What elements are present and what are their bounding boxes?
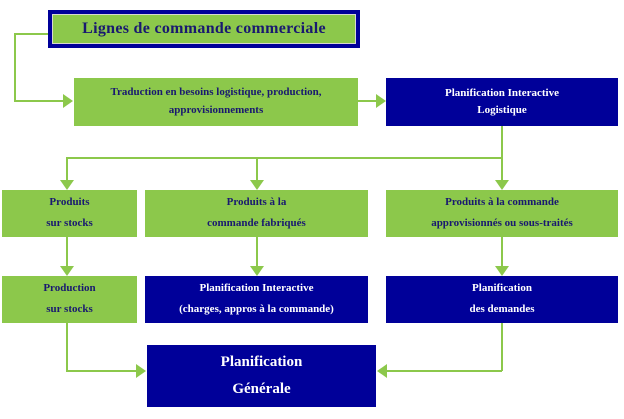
connector-bus-to-produits-fabriques [256, 157, 258, 181]
connector-distribution-bus [66, 157, 503, 159]
box-produits-approvisionnes-line-2: approvisionnés ou sous-traités [431, 217, 573, 229]
title-card-label: Lignes de commande commerciale [82, 20, 326, 37]
box-produits-fabriques-line-2: commande fabriqués [207, 217, 306, 229]
box-traduction-line-1: Traduction en besoins logistique, produc… [110, 86, 322, 99]
box-produits-sur-stocks-line-1: Produits [49, 196, 90, 209]
box-planification-interactive-logistique: Planification Interactive Logistique [386, 78, 618, 126]
title-card-inner-frame: Lignes de commande commerciale [52, 14, 356, 44]
box-planif-logistique-line-1: Planification Interactive [445, 86, 559, 99]
arrowhead-into-traduction [63, 94, 73, 108]
arrowhead-into-planification-generale-right [377, 364, 387, 378]
box-produits-fabriques-line-1: Produits à la [226, 196, 287, 209]
connector-bus-to-produits-sur-stocks [66, 157, 68, 181]
connector-production-down-to-generale [66, 323, 68, 371]
title-card-lignes-de-commande-commerciale: Lignes de commande commerciale [48, 10, 360, 48]
connector-produits-sur-stocks-to-production [66, 237, 68, 267]
box-planification-generale: Planification Générale [147, 345, 376, 407]
box-planification-generale-line-1: Planification [220, 353, 303, 370]
arrowhead-into-produits-approvisionnes [495, 180, 509, 190]
box-planif-logistique-line-2: Logistique [477, 103, 527, 116]
box-produits-approvisionnes-line-1: Produits à la commande [445, 196, 559, 209]
connector-bus-to-produits-approvisionnes [501, 157, 503, 181]
box-production-sur-stocks-line-1: Production [43, 282, 96, 295]
connector-planif-demandes-left-to-generale [387, 370, 502, 372]
box-produits-sur-stocks-line-2: sur stocks [46, 217, 93, 229]
box-planification-interactive-charges: Planification Interactive (charges, appr… [145, 276, 368, 323]
arrowhead-into-planification-generale-left [136, 364, 146, 378]
arrowhead-into-planif-charges [250, 266, 264, 276]
box-produits-sur-stocks: Produits sur stocks [2, 190, 137, 237]
box-planification-generale-line-2: Générale [232, 380, 291, 397]
connector-produits-approvisionnes-to-planif-demandes [501, 237, 503, 267]
arrowhead-into-planif-demandes [495, 266, 509, 276]
box-traduction-line-2: approvisionnements [168, 104, 264, 116]
connector-produits-fabriques-to-planif-charges [256, 237, 258, 267]
box-planif-demandes-line-1: Planification [472, 282, 532, 295]
connector-traduction-to-planif-logistique [358, 100, 378, 102]
box-traduction-besoins: Traduction en besoins logistique, produc… [74, 78, 358, 126]
connector-title-to-traduction-top-segment [14, 33, 50, 35]
arrowhead-into-produits-fabriques [250, 180, 264, 190]
arrowhead-into-produits-sur-stocks [60, 180, 74, 190]
connector-planif-demandes-down-to-generale [501, 323, 503, 371]
box-planif-charges-line-2: (charges, appros à la commande) [179, 303, 334, 315]
connector-planif-logistique-down-to-bus [501, 126, 503, 158]
connector-title-to-traduction-bottom-segment [14, 100, 64, 102]
box-planif-charges-line-1: Planification Interactive [199, 282, 314, 295]
box-production-sur-stocks-line-2: sur stocks [46, 303, 93, 315]
box-planification-des-demandes: Planification des demandes [386, 276, 618, 323]
box-production-sur-stocks: Production sur stocks [2, 276, 137, 323]
connector-title-to-traduction-vertical-segment [14, 33, 16, 102]
arrowhead-into-planif-logistique [376, 94, 386, 108]
connector-production-right-to-generale [66, 370, 137, 372]
arrowhead-into-production-sur-stocks [60, 266, 74, 276]
box-produits-commande-fabriques: Produits à la commande fabriqués [145, 190, 368, 237]
box-produits-commande-approvisionnes: Produits à la commande approvisionnés ou… [386, 190, 618, 237]
box-planif-demandes-line-2: des demandes [469, 303, 535, 315]
